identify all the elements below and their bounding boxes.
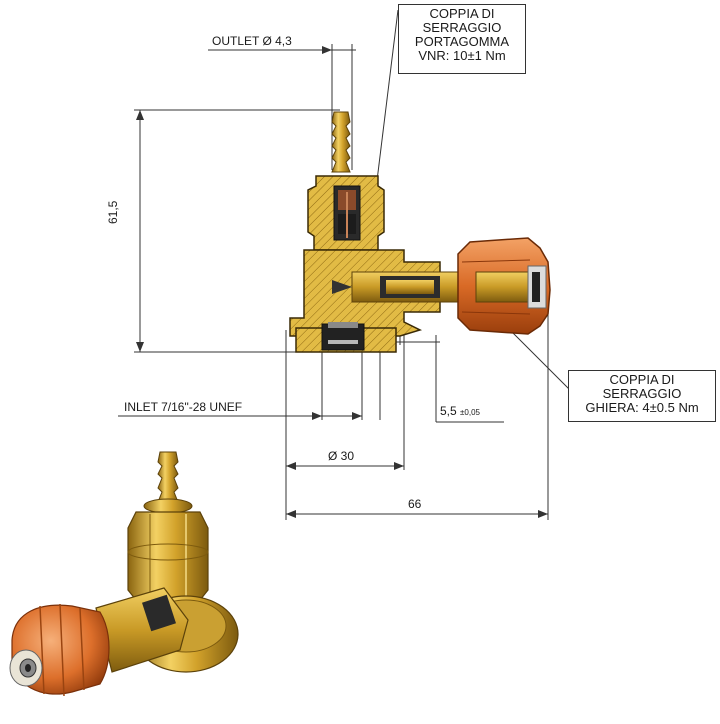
outlet-dimension-label: OUTLET Ø 4,3 [212,34,292,48]
callout-line: SERRAGGIO [422,20,502,35]
inlet-thread-label: INLET 7/16"-28 UNEF [124,400,243,414]
valve-section-view [289,111,551,353]
offset-tolerance: ±0,05 [460,408,480,417]
callout-ghiera-torque: COPPIA DI SERRAGGIO GHIERA: 4±0.5 Nm [568,370,716,422]
diameter-dimension-label: Ø 30 [328,449,355,463]
callout-line: SERRAGGIO [602,386,682,401]
dimension-lines [118,9,573,520]
callout-portagomma-torque: COPPIA DI SERRAGGIO PORTAGOMMA VNR: 10±1… [398,4,526,74]
callout-line: GHIERA: 4±0.5 Nm [585,400,699,415]
width-dimension-label: 66 [408,497,422,511]
callout-line: VNR: 10±1 Nm [418,48,506,63]
offset-value: 5,5 [440,404,457,418]
valve-3d-view [9,451,239,697]
height-dimension-label: 61,5 [106,200,120,224]
offset-dimension-label: 5,5 ±0,05 [440,404,480,418]
dimension-arrows [136,46,548,518]
callout-line: PORTAGOMMA [414,34,510,49]
callout-line: COPPIA DI [609,372,675,387]
callout-line: COPPIA DI [429,6,495,21]
